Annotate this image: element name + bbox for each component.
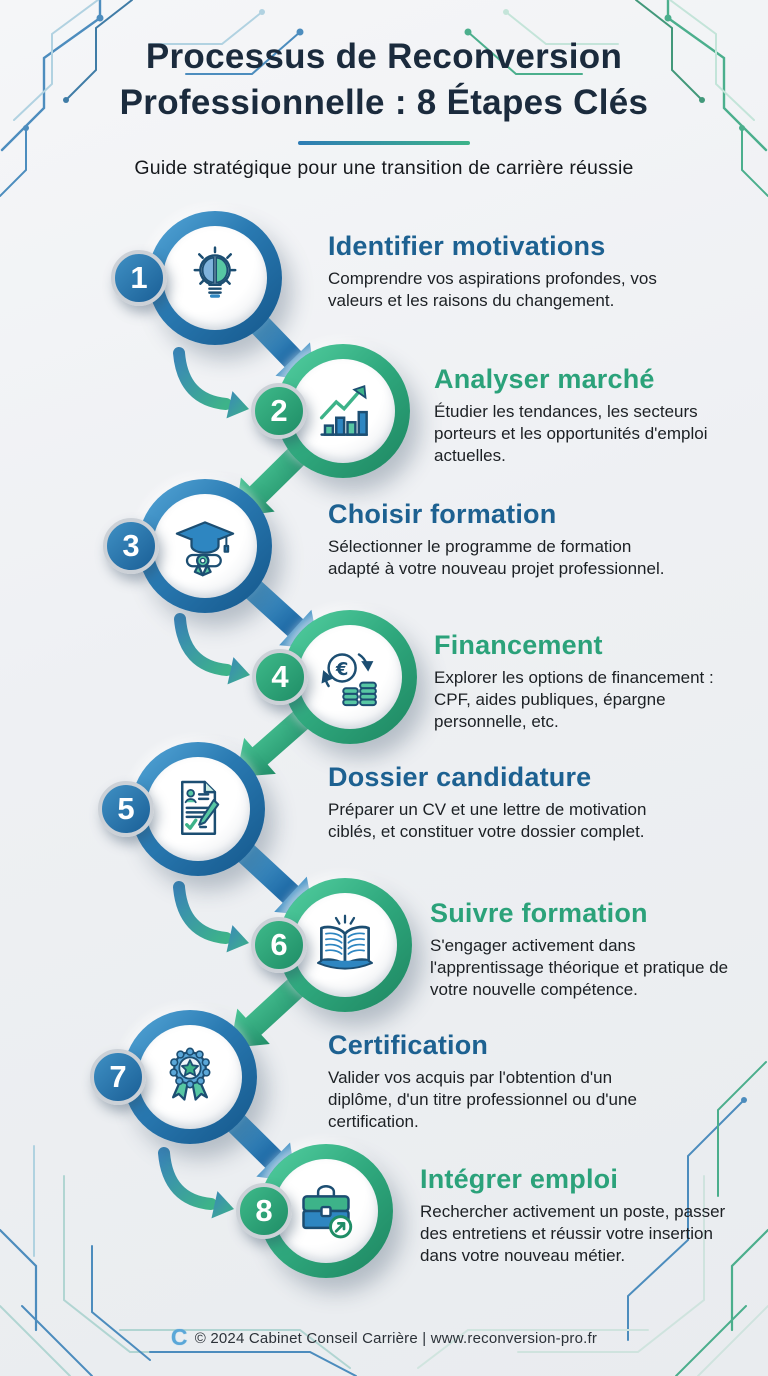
open-book-icon — [316, 914, 374, 970]
footer-text: © 2024 Cabinet Conseil Carrière | www.re… — [194, 1330, 598, 1347]
curved-arrow-to-step6 — [173, 881, 249, 953]
footer: C © 2024 Cabinet Conseil Carrière | www.r… — [0, 1326, 768, 1349]
step-7-number-badge: 7 — [90, 1049, 146, 1105]
step-6-inner-circle — [293, 893, 397, 997]
step-5-description: Préparer un CV et une lettre de motivati… — [328, 800, 647, 842]
step-8-title: Intégrer emploi — [420, 1164, 619, 1194]
cv-document-icon — [181, 780, 220, 835]
graduation-cap-icon — [175, 521, 235, 577]
step-7-title: Certification — [328, 1030, 489, 1060]
step-3-inner-circle — [153, 494, 257, 598]
step-5-inner-circle — [146, 757, 250, 861]
step-1-description: Comprendre vos aspirations profondes, vo… — [328, 269, 657, 311]
page-title-line1: Processus de Reconversion — [145, 37, 623, 76]
step-2-inner-circle — [291, 359, 395, 463]
svg-text:€: € — [335, 659, 349, 680]
page-title-line2: Professionnelle : 8 Étapes Clés — [119, 82, 649, 122]
step-8-description: Rechercher activement un poste, passer d… — [420, 1202, 726, 1265]
step-4-inner-circle: € — [298, 625, 402, 729]
step-6-description: S'engager activement dans l'apprentissag… — [430, 936, 729, 999]
step-4-title: Financement — [434, 630, 603, 660]
title-divider — [298, 141, 470, 145]
euro-coins-icon: € — [321, 653, 377, 707]
step-3-title: Choisir formation — [328, 499, 557, 529]
step-1-circle — [148, 211, 282, 345]
step-7-inner-circle — [138, 1025, 242, 1129]
step-1-inner-circle — [163, 226, 267, 330]
header: Processus de Reconversion Professionnell… — [0, 34, 768, 180]
page-title: Processus de Reconversion Professionnell… — [0, 34, 768, 125]
medal-icon — [169, 1047, 211, 1101]
curved-arrow-to-step4 — [174, 613, 250, 685]
step-1-number-badge: 1 — [111, 250, 167, 306]
step-6-number-badge: 6 — [251, 917, 307, 973]
step-5-title: Dossier candidature — [328, 762, 592, 792]
step-3-circle — [138, 479, 272, 613]
step-7-description: Valider vos acquis par l'obtention d'un … — [328, 1068, 637, 1131]
step-6-title: Suivre formation — [430, 898, 648, 928]
briefcase-icon — [302, 1185, 353, 1239]
step-1-title: Identifier motivations — [328, 231, 606, 261]
step-4-number-badge: 4 — [252, 649, 308, 705]
footer-logo-c: C — [170, 1324, 188, 1350]
step-3-number-badge: 3 — [103, 518, 159, 574]
lightbulb-brain-icon — [193, 246, 237, 298]
curved-arrow-to-step2 — [173, 347, 249, 419]
step-4-description: Explorer les options de financement : CP… — [434, 668, 714, 731]
step-2-number-badge: 2 — [251, 383, 307, 439]
step-7-circle — [123, 1010, 257, 1144]
step-4-circle: € — [283, 610, 417, 744]
step-2-description: Étudier les tendances, les secteurs port… — [434, 402, 708, 465]
page-subtitle: Guide stratégique pour une transition de… — [134, 157, 634, 179]
curved-arrow-to-step8 — [158, 1147, 234, 1219]
step-5-number-badge: 5 — [98, 781, 154, 837]
step-3-description: Sélectionner le programme de formation a… — [328, 537, 665, 579]
growth-chart-icon — [319, 385, 368, 436]
step-2-title: Analyser marché — [434, 364, 655, 394]
step-8-number-badge: 8 — [236, 1183, 292, 1239]
